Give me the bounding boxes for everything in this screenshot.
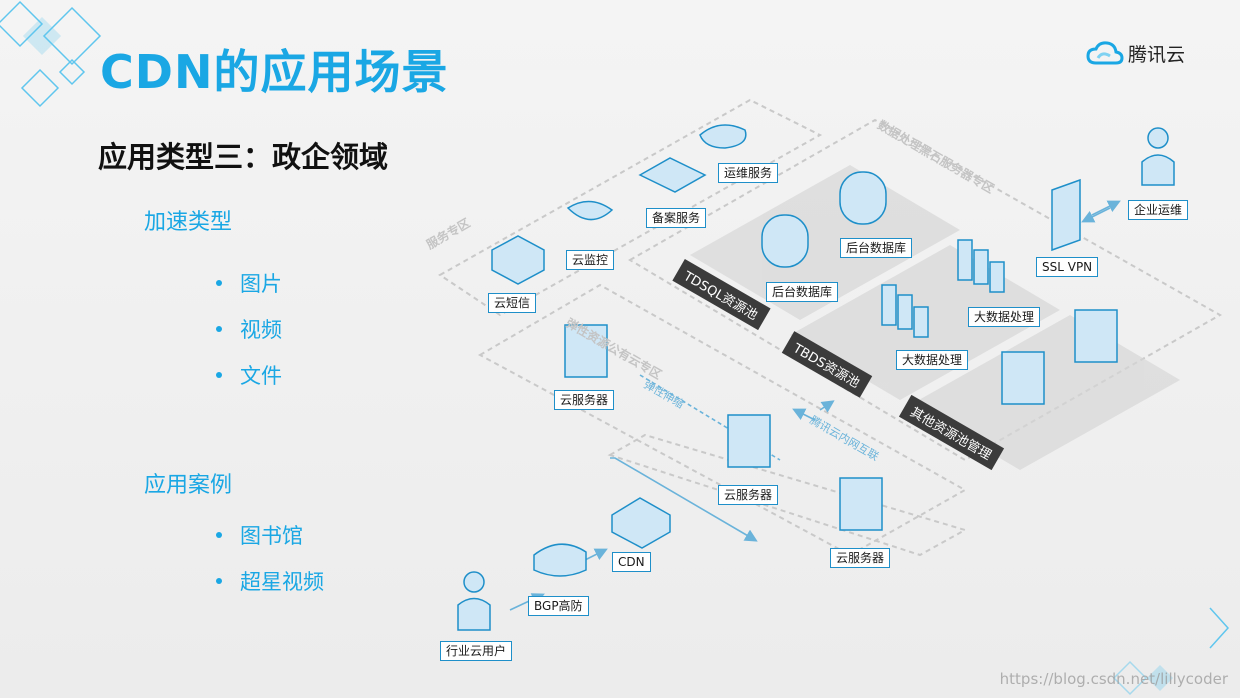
decorative-diamonds — [0, 0, 102, 108]
bullet-item: 图片 — [216, 268, 282, 298]
watermark: https://blog.csdn.net/lillycoder — [999, 670, 1228, 688]
subtitle: 应用类型三：政企领域 — [98, 140, 389, 174]
node-label: 备案服务 — [646, 208, 707, 228]
decorative-chevrons — [1112, 607, 1230, 696]
node-label: 云短信 — [488, 293, 537, 313]
bullet-item: 视频 — [216, 314, 282, 344]
brand-name: 腾讯云 — [1128, 44, 1186, 66]
node-label: SSL VPN — [1036, 257, 1099, 277]
bullet-dot-icon — [216, 326, 222, 332]
diagram-icons — [457, 124, 1175, 631]
bullet-dot-icon — [216, 280, 222, 286]
architecture-diagram: 服务专区 数据处理黑石服务器专区 弹性资源公有云专区 TDSQL资源池 TBDS… — [420, 90, 1240, 680]
bullet-item: 文件 — [216, 360, 282, 390]
node-label: 大数据处理 — [968, 307, 1041, 327]
node-label: 云服务器 — [718, 485, 779, 505]
node-label: 云服务器 — [554, 390, 615, 410]
bullet-item: 超星视频 — [216, 566, 324, 596]
bullet-dot-icon — [216, 372, 222, 378]
brand-logo: 腾讯云 — [1086, 40, 1185, 67]
bullet-dot-icon — [216, 532, 222, 538]
node-label: BGP高防 — [528, 596, 589, 616]
section-acceleration-types: 加速类型 — [144, 210, 233, 235]
page-title: CDN的应用场景 — [100, 45, 449, 99]
bullet-item: 图书馆 — [216, 520, 303, 550]
node-label: 行业云用户 — [440, 641, 513, 661]
section-use-cases: 应用案例 — [144, 473, 233, 498]
node-label: 后台数据库 — [766, 282, 839, 302]
node-label: 云监控 — [566, 250, 615, 270]
node-label: 大数据处理 — [896, 350, 969, 370]
node-label: CDN — [612, 552, 651, 572]
node-label: 运维服务 — [718, 163, 779, 183]
bullet-dot-icon — [216, 578, 222, 584]
cloud-logo-icon — [1086, 40, 1124, 64]
node-label: 云服务器 — [830, 548, 891, 568]
node-label: 企业运维 — [1128, 200, 1189, 220]
node-label: 后台数据库 — [840, 238, 913, 258]
